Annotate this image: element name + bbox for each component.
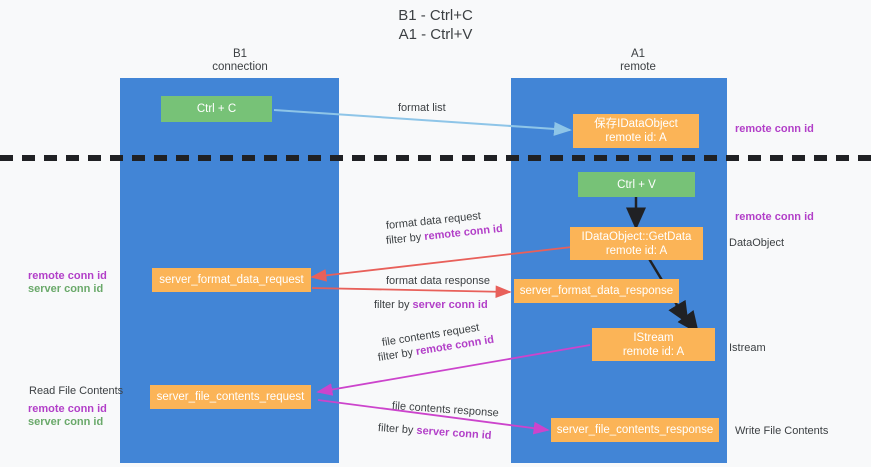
edge-label-format-list: format list (398, 102, 446, 114)
annotation-right-write-file-contents: Write File Contents (735, 425, 829, 437)
node-getdata-line1: IDataObject::GetData (581, 230, 692, 243)
node-idataobject-getdata[interactable]: IDataObject::GetData remote id: A (570, 227, 703, 260)
node-ctrl-v[interactable]: Ctrl + V (578, 172, 695, 197)
annotation-left-server-conn-id-mid: server conn id (28, 283, 104, 295)
edge-label-format-data-response: format data response (386, 275, 490, 287)
node-save-idataobject-line1: 保存IDataObject (594, 118, 678, 130)
annotation-left-read-file-contents: Read File Contents (29, 385, 124, 397)
edge-label-file-contents-response: file contents response (391, 400, 500, 420)
title-line-2: A1 - Ctrl+V (398, 26, 473, 43)
column-a1-subtitle: remote (620, 61, 656, 73)
node-ctrl-c[interactable]: Ctrl + C (161, 96, 272, 122)
column-b1-title: B1 (232, 48, 248, 60)
node-ctrl-c-label: Ctrl + C (196, 103, 237, 115)
edge-label-format-data-response-filter: filter by server conn id (374, 298, 488, 312)
node-save-idataobject[interactable]: 保存IDataObject remote id: A (573, 114, 699, 148)
annotation-left-remote-conn-id-mid: remote conn id (28, 270, 107, 282)
node-server-file-contents-request-label: server_file_contents_request (156, 391, 305, 403)
annotation-left-server-conn-id-bottom: server conn id (28, 416, 104, 428)
filter-prefix-4: filter by (377, 422, 417, 437)
node-istream-line2: remote id: A (622, 345, 685, 358)
annotation-left-remote-conn-id-bottom: remote conn id (28, 403, 107, 415)
annotation-right-istream: Istream (729, 342, 766, 354)
edge-label-file-contents-response-filter: filter by server conn id (378, 421, 492, 443)
filter-key-server-conn-id-1: server conn id (412, 299, 488, 311)
node-server-format-data-response-label: server_format_data_response (519, 285, 674, 297)
node-server-format-data-response[interactable]: server_format_data_response (514, 279, 679, 303)
node-server-file-contents-response-label: server_file_contents_response (556, 424, 714, 436)
column-header-b1: B1 connection (140, 48, 340, 74)
node-istream-line1: IStream (633, 331, 674, 344)
annotation-right-remote-conn-id-top: remote conn id (735, 123, 814, 135)
annotation-right-remote-conn-id-mid: remote conn id (735, 211, 814, 223)
node-server-format-data-request[interactable]: server_format_data_request (152, 268, 311, 292)
column-a1-title: A1 (630, 48, 646, 60)
filter-prefix-2: filter by (374, 299, 413, 311)
arrow-format-data-response (311, 285, 512, 299)
node-istream[interactable]: IStream remote id: A (592, 328, 715, 361)
node-server-file-contents-request[interactable]: server_file_contents_request (150, 385, 311, 409)
node-server-file-contents-response[interactable]: server_file_contents_response (551, 418, 719, 442)
node-getdata-line2: remote id: A (605, 244, 668, 257)
node-server-format-data-request-label: server_format_data_request (159, 274, 304, 286)
filter-prefix-1: filter by (385, 231, 425, 247)
column-b1-subtitle: connection (212, 61, 268, 73)
annotation-right-dataobject: DataObject (729, 237, 785, 249)
filter-key-server-conn-id-2: server conn id (416, 424, 492, 442)
diagram-title: B1 - Ctrl+C A1 - Ctrl+V (0, 6, 871, 44)
column-header-a1: A1 remote (538, 48, 738, 74)
node-ctrl-v-label: Ctrl + V (617, 178, 656, 191)
node-save-idataobject-line2: remote id: A (605, 132, 667, 144)
title-line-1: B1 - Ctrl+C (398, 7, 473, 24)
